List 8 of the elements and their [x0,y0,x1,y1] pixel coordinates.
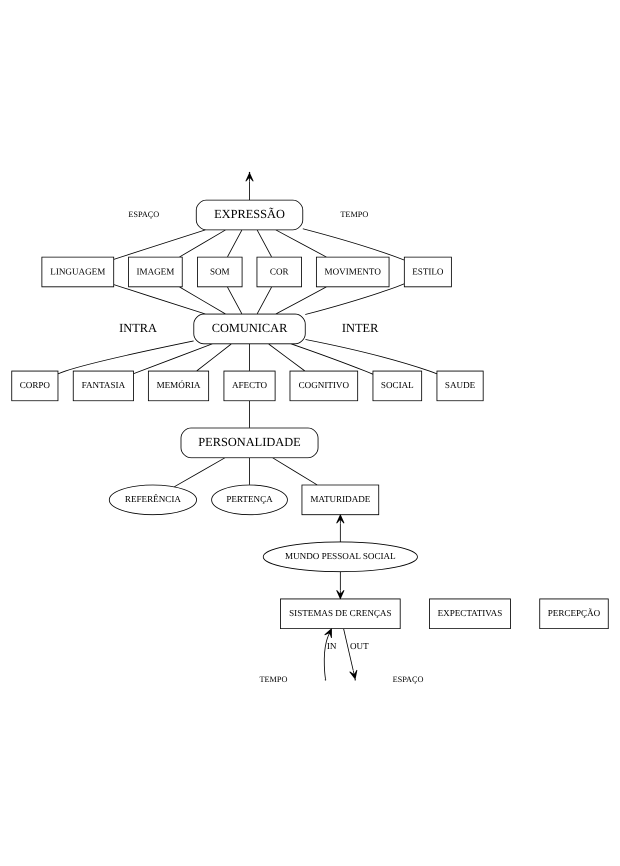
label: ESPAÇO [392,674,424,684]
label: INTRA [119,320,157,334]
edge-label: IN [326,640,336,651]
label: ESPAÇO [128,210,160,219]
label: TEMPO [259,674,288,684]
edge-label: OUT [350,640,369,651]
label: INTER [342,320,378,334]
label: TEMPO [340,210,368,219]
